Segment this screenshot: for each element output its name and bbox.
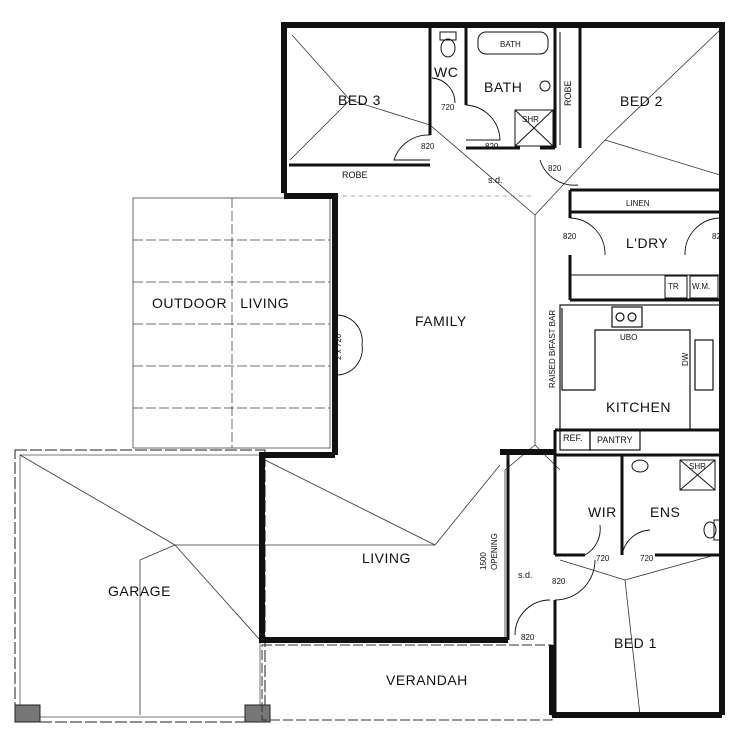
ubo-label: UBO bbox=[620, 333, 638, 342]
laundry-fixtures bbox=[570, 274, 720, 299]
tr-label: TR bbox=[668, 282, 679, 291]
smoke-detector-top-label: s.d. bbox=[488, 175, 503, 185]
linen-label: LINEN bbox=[626, 199, 650, 208]
bathroom-fixtures bbox=[439, 31, 721, 541]
ens-shower-label: SHR bbox=[689, 462, 706, 471]
dimension-outdoor-doors: 2 x 720 bbox=[334, 333, 343, 360]
dimension-laundry-right: 820 bbox=[712, 232, 726, 241]
robe-bed2-label: ROBE bbox=[563, 80, 573, 106]
dimension-wir-door: 720 bbox=[596, 554, 610, 563]
ref-label: REF. bbox=[563, 433, 583, 443]
verandah-label: VERANDAH bbox=[386, 672, 468, 688]
family-label: FAMILY bbox=[415, 313, 467, 329]
smoke-detector-bottom-label: s.d. bbox=[518, 570, 533, 580]
bath-shower-label: SHR bbox=[522, 115, 539, 124]
dimension-wc-door: 720 bbox=[441, 103, 455, 112]
opening-label: 1500 OPENING bbox=[479, 533, 499, 570]
raised-bar-label: RAISED B/FAST BAR bbox=[548, 309, 557, 388]
door-swings bbox=[335, 77, 721, 636]
roof-lines bbox=[19, 29, 721, 716]
dimension-laundry-left: 820 bbox=[563, 232, 577, 241]
dimension-ens-door: 720 bbox=[640, 554, 654, 563]
bath-tub-label: BATH bbox=[500, 40, 521, 49]
living-label: LIVING bbox=[362, 550, 411, 566]
laundry-label: L'DRY bbox=[626, 235, 669, 251]
dimension-bed1-door: 820 bbox=[552, 577, 566, 586]
dimension-bath-door: 820 bbox=[485, 142, 499, 151]
external-walls bbox=[259, 22, 725, 718]
dw-label: DW bbox=[681, 352, 690, 366]
pantry-label: PANTRY bbox=[597, 435, 633, 445]
garage-label: GARAGE bbox=[108, 583, 171, 599]
dimension-bed3-door: 820 bbox=[421, 142, 435, 151]
bed1-label: BED 1 bbox=[614, 635, 657, 651]
bath-label: BATH bbox=[484, 79, 523, 95]
kitchen-label: KITCHEN bbox=[606, 399, 671, 415]
wm-label: W.M. bbox=[692, 282, 711, 291]
ens-label: ENS bbox=[650, 504, 681, 520]
hall-guides bbox=[335, 195, 535, 460]
bed3-label: BED 3 bbox=[338, 92, 381, 108]
outdoor-living-grid bbox=[132, 197, 331, 449]
robe-bed3-label: ROBE bbox=[342, 170, 368, 180]
dimension-bed2-door: 820 bbox=[548, 164, 562, 173]
bed2-label: BED 2 bbox=[620, 93, 663, 109]
wir-label: WIR bbox=[588, 504, 617, 520]
dimension-front-door: 820 bbox=[521, 633, 535, 642]
kitchen-bench bbox=[559, 304, 721, 451]
outdoor-living-label: OUTDOOR LIVING bbox=[152, 295, 290, 311]
internal-walls bbox=[289, 28, 720, 715]
wc-label: WC bbox=[434, 64, 459, 80]
